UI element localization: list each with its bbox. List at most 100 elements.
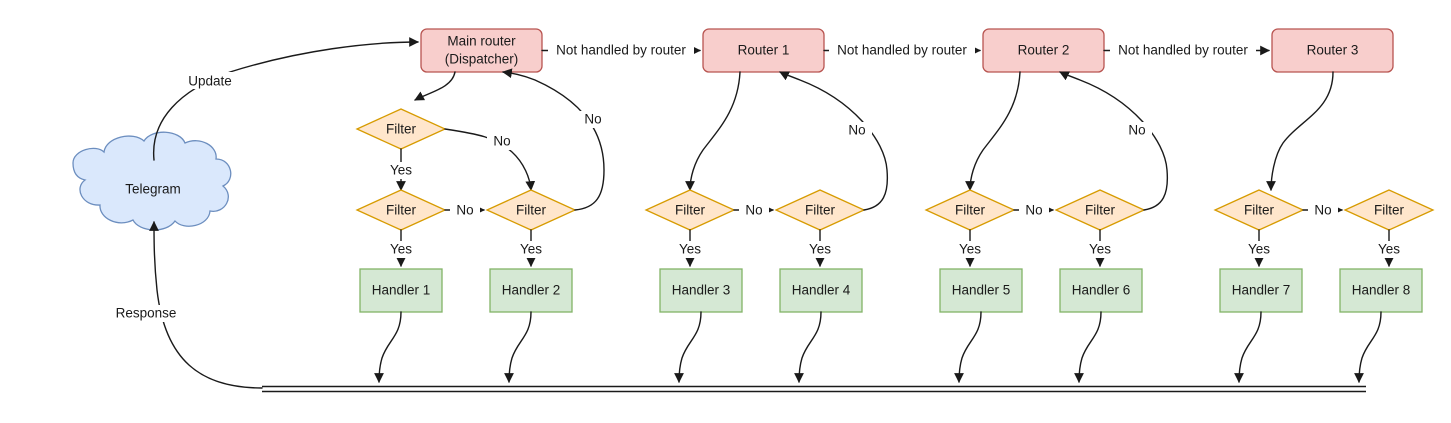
filter-main-left-node[interactable]: Filter [355, 189, 447, 231]
filter-r3-left-node[interactable]: Filter [1213, 189, 1305, 231]
filter-r2-right-node[interactable]: Filter [1054, 189, 1146, 231]
edge-main-left-no-label: No [456, 203, 473, 218]
edge-main-left-no-label-bg [450, 202, 480, 219]
handler-4-node[interactable]: Handler 4 [779, 268, 863, 313]
edge-r2-right-no-return-label: No [1128, 123, 1145, 138]
handler-1-box [359, 268, 443, 313]
edge-not-handled-2-label: Not handled by router [837, 43, 967, 58]
edge-main-right-yes-label-bg [514, 241, 548, 258]
filter-r3-right-node[interactable]: Filter [1343, 189, 1435, 231]
edge-r1-left-no-label-bg [739, 202, 769, 219]
filter-r2-left-node[interactable]: Filter [924, 189, 1016, 231]
edge-main-top-yes-label: Yes [390, 163, 412, 178]
edge-not-handled-3-label: Not handled by router [1118, 43, 1248, 58]
filter-main-top-label: Filter [386, 122, 417, 137]
edge-handler-6-to-bus [1074, 311, 1102, 383]
handler-4-label: Handler 4 [792, 283, 851, 298]
cloud-shape [72, 131, 232, 231]
edge-main-to-filter-top [414, 71, 456, 101]
edge-r2-right-no-return [1059, 71, 1169, 211]
edge-handler-4-to-bus [794, 311, 822, 383]
filter-r1-left-node[interactable]: Filter [644, 189, 736, 231]
filter-r3-left-label: Filter [1244, 203, 1275, 218]
filter-r3-right-label: Filter [1374, 203, 1405, 218]
telegram-label: Telegram [125, 182, 181, 197]
handler-3-box [659, 268, 743, 313]
router-2-node[interactable]: Router 2 [982, 28, 1105, 73]
edge-update-label: Update [188, 74, 232, 89]
handler-1-label: Handler 1 [372, 283, 431, 298]
edge-main-right-no-return-label-bg [578, 111, 608, 128]
router-3-node[interactable]: Router 3 [1271, 28, 1394, 73]
router-main-label-line1: Main router [447, 34, 516, 49]
edge-r2-left-no-label-bg [1019, 202, 1049, 219]
edge-r2-left-yes-label-bg [953, 241, 987, 258]
router-main-node[interactable]: Main router (Dispatcher) [420, 28, 543, 73]
router-1-label: Router 1 [738, 43, 790, 58]
edge-main-right-no-return [502, 68, 605, 211]
handler-5-label: Handler 5 [952, 283, 1011, 298]
edge-r2-right-yes-label-bg [1083, 241, 1117, 258]
edge-r3-to-filter-left [1266, 71, 1334, 191]
edge-main-right-yes-label: Yes [520, 242, 542, 257]
filter-main-right-node[interactable]: Filter [485, 189, 577, 231]
edge-main-right-no-return-label: No [584, 112, 601, 127]
router-1-node[interactable]: Router 1 [702, 28, 825, 73]
edge-handler-3-to-bus [674, 311, 702, 383]
handler-1-node[interactable]: Handler 1 [359, 268, 443, 313]
handler-7-box [1219, 268, 1303, 313]
edge-update [153, 37, 419, 161]
edge-r1-to-filter-left [685, 71, 741, 191]
handler-8-label: Handler 8 [1352, 283, 1411, 298]
edge-main-top-no [444, 128, 536, 191]
router-3-label: Router 3 [1307, 43, 1359, 58]
edge-handler-1-to-bus [374, 311, 402, 383]
edge-response-label-bg [108, 305, 184, 322]
edge-r3-right-yes-label-bg [1372, 241, 1406, 258]
filter-r2-left-label: Filter [955, 203, 986, 218]
filter-main-right-label: Filter [516, 203, 547, 218]
edge-r1-right-no-return-label-bg [842, 122, 872, 139]
edge-r3-left-no-label-bg [1308, 202, 1338, 219]
edge-r3-left-yes-label-bg [1242, 241, 1276, 258]
handler-2-node[interactable]: Handler 2 [489, 268, 573, 313]
edge-r1-right-no-return-label: No [848, 123, 865, 138]
edge-handler-7-to-bus [1234, 311, 1262, 383]
edge-handler-8-to-bus [1354, 311, 1382, 383]
edge-main-top-no-label-bg [487, 133, 517, 150]
router-main-label-line2: (Dispatcher) [445, 52, 519, 67]
edge-not-handled-3-label-bg [1110, 42, 1256, 59]
handler-6-box [1059, 268, 1143, 313]
edge-update-label-bg [182, 72, 238, 89]
handler-5-box [939, 268, 1023, 313]
filter-r1-right-label: Filter [805, 203, 836, 218]
handler-4-box [779, 268, 863, 313]
filter-r1-left-label: Filter [675, 203, 706, 218]
handler-6-node[interactable]: Handler 6 [1059, 268, 1143, 313]
handler-5-node[interactable]: Handler 5 [939, 268, 1023, 313]
handler-7-node[interactable]: Handler 7 [1219, 268, 1303, 313]
edge-response-label: Response [116, 306, 177, 321]
handler-3-node[interactable]: Handler 3 [659, 268, 743, 313]
edge-handler-5-to-bus [954, 311, 982, 383]
router-2-label: Router 2 [1018, 43, 1070, 58]
filter-main-top-node[interactable]: Filter [355, 108, 447, 150]
handler-8-node[interactable]: Handler 8 [1339, 268, 1423, 313]
filter-r2-right-label: Filter [1085, 203, 1116, 218]
edge-r1-left-no-label: No [745, 203, 762, 218]
edge-handler-2-to-bus [504, 311, 532, 383]
edge-r2-right-yes-label: Yes [1089, 242, 1111, 257]
edge-r2-right-no-return-label-bg [1122, 122, 1152, 139]
edge-main-left-yes-label-bg [384, 241, 418, 258]
edge-r1-right-yes-label: Yes [809, 242, 831, 257]
edge-not-handled-2-label-bg [829, 42, 975, 59]
edge-r3-left-yes-label: Yes [1248, 242, 1270, 257]
handler-3-label: Handler 3 [672, 283, 731, 298]
telegram-cloud-node[interactable]: Telegram [72, 131, 232, 231]
filter-r1-right-node[interactable]: Filter [774, 189, 866, 231]
handler-2-label: Handler 2 [502, 283, 561, 298]
edge-r3-left-no-label: No [1314, 203, 1331, 218]
edge-r1-right-yes-label-bg [803, 241, 837, 258]
